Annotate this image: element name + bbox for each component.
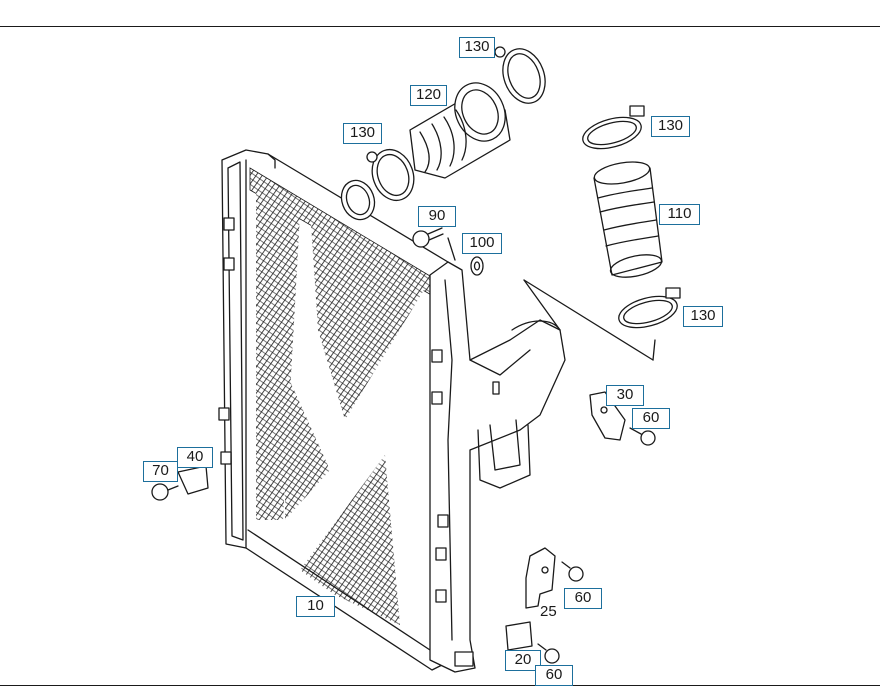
clamp-130-right-top	[582, 105, 645, 150]
callout-30-bracket[interactable]: 30	[606, 385, 644, 406]
bracket-20	[505, 621, 533, 651]
hose-110	[593, 161, 663, 278]
label-25-bracket: 25	[540, 603, 557, 620]
callout-70-bolt[interactable]: 70	[143, 461, 178, 482]
intercooler-core	[218, 149, 453, 671]
bolt-60-bottom	[537, 643, 560, 664]
bottom-rule	[0, 685, 880, 686]
callout-100-washer[interactable]: 100	[462, 233, 502, 254]
bracket-40	[177, 465, 209, 495]
callout-110-hose[interactable]: 110	[659, 204, 700, 225]
leader-lines	[447, 237, 656, 361]
clamp-130-right-bottom	[618, 287, 681, 329]
callout-60-bolt-middle[interactable]: 60	[564, 588, 602, 609]
seal-ring	[340, 179, 376, 221]
bolt-90	[412, 227, 444, 248]
callout-130-lower-clamp[interactable]: 130	[683, 306, 723, 327]
clamp-130-top	[494, 46, 546, 104]
callout-120-hose[interactable]: 120	[410, 85, 447, 106]
callout-130-left-clamp[interactable]: 130	[343, 123, 382, 144]
outlet-tank	[429, 261, 566, 673]
bracket-30	[589, 391, 626, 441]
callout-10-intercooler[interactable]: 10	[296, 596, 335, 617]
callout-130-top-clamp[interactable]: 130	[459, 37, 495, 58]
callout-40-bracket[interactable]: 40	[177, 447, 213, 468]
callout-20-bracket[interactable]: 20	[505, 650, 541, 671]
callout-90-bolt[interactable]: 90	[418, 206, 456, 227]
bracket-25	[525, 547, 556, 609]
clamp-130-left	[366, 148, 415, 202]
bolt-60-middle	[561, 561, 584, 582]
bolt-70	[151, 483, 179, 501]
hose-120	[409, 82, 511, 179]
callout-60-bolt-upper[interactable]: 60	[632, 408, 670, 429]
bolt-60-right	[629, 427, 656, 446]
callout-130-right-clamp[interactable]: 130	[651, 116, 690, 137]
callout-60-bolt-lower[interactable]: 60	[535, 665, 573, 686]
washer-100	[470, 256, 484, 276]
top-rule	[0, 26, 880, 27]
